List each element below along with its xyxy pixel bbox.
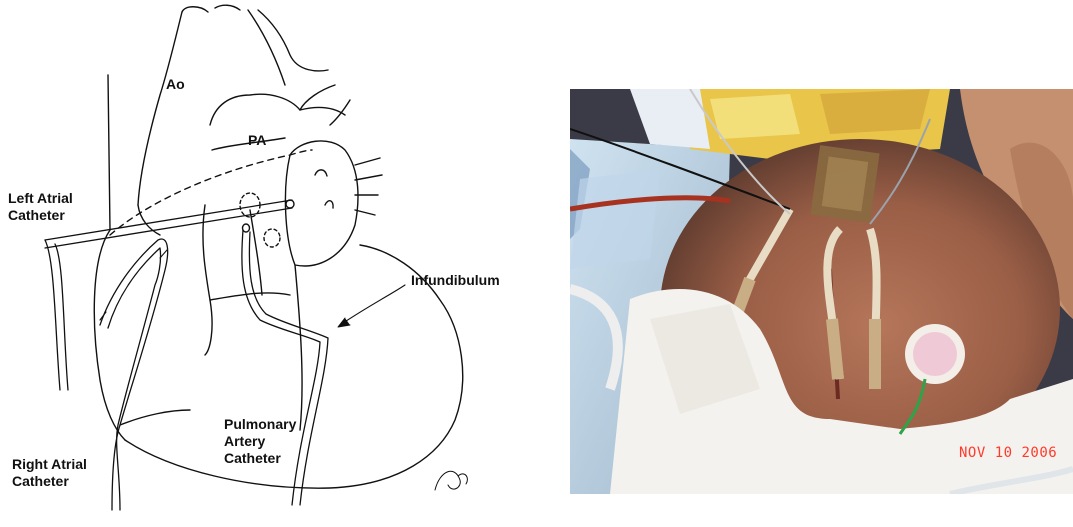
label-infundibulum: Infundibulum: [411, 272, 500, 289]
label-pulmonary-artery-catheter: Pulmonary Artery Catheter: [224, 416, 296, 467]
artist-signature: [435, 471, 467, 490]
appendage-ridges: [355, 158, 382, 215]
label-left-atrial-catheter: Left Atrial Catheter: [8, 190, 73, 224]
dashed-valve-2: [264, 229, 280, 247]
clinical-photo: NOV 10 2006: [570, 89, 1073, 494]
right-ventricle-top: [203, 205, 212, 355]
label-ao: Ao: [166, 76, 185, 93]
photo-date-stamp: NOV 10 2006: [959, 445, 1057, 461]
aorta-outline-right: [248, 10, 285, 85]
right-atrium: [94, 230, 125, 440]
label-pa: PA: [248, 132, 266, 149]
svc-left: [108, 75, 110, 230]
pa-branches: [300, 85, 335, 110]
photo-illustration: [570, 89, 1073, 494]
label-right-atrial-catheter: Right Atrial Catheter: [12, 456, 87, 490]
dashed-pulmonary: [110, 150, 312, 235]
left-atrial-appendage: [285, 141, 358, 266]
aortic-branch: [182, 7, 208, 12]
pulmonary-artery: [210, 94, 345, 125]
aorta-outline: [138, 12, 182, 205]
pointer-infundibulum: [340, 285, 405, 325]
pointer-ra: [100, 312, 106, 320]
left-atrial-catheter: [45, 200, 292, 240]
apex-line: [120, 410, 190, 425]
appendage-detail: [315, 170, 327, 176]
appendage-detail-2: [325, 201, 333, 208]
aortic-arch-top: [258, 10, 328, 71]
rv-contour: [210, 293, 290, 300]
interventricular-groove: [295, 265, 302, 430]
aortic-branch-2: [215, 5, 240, 10]
